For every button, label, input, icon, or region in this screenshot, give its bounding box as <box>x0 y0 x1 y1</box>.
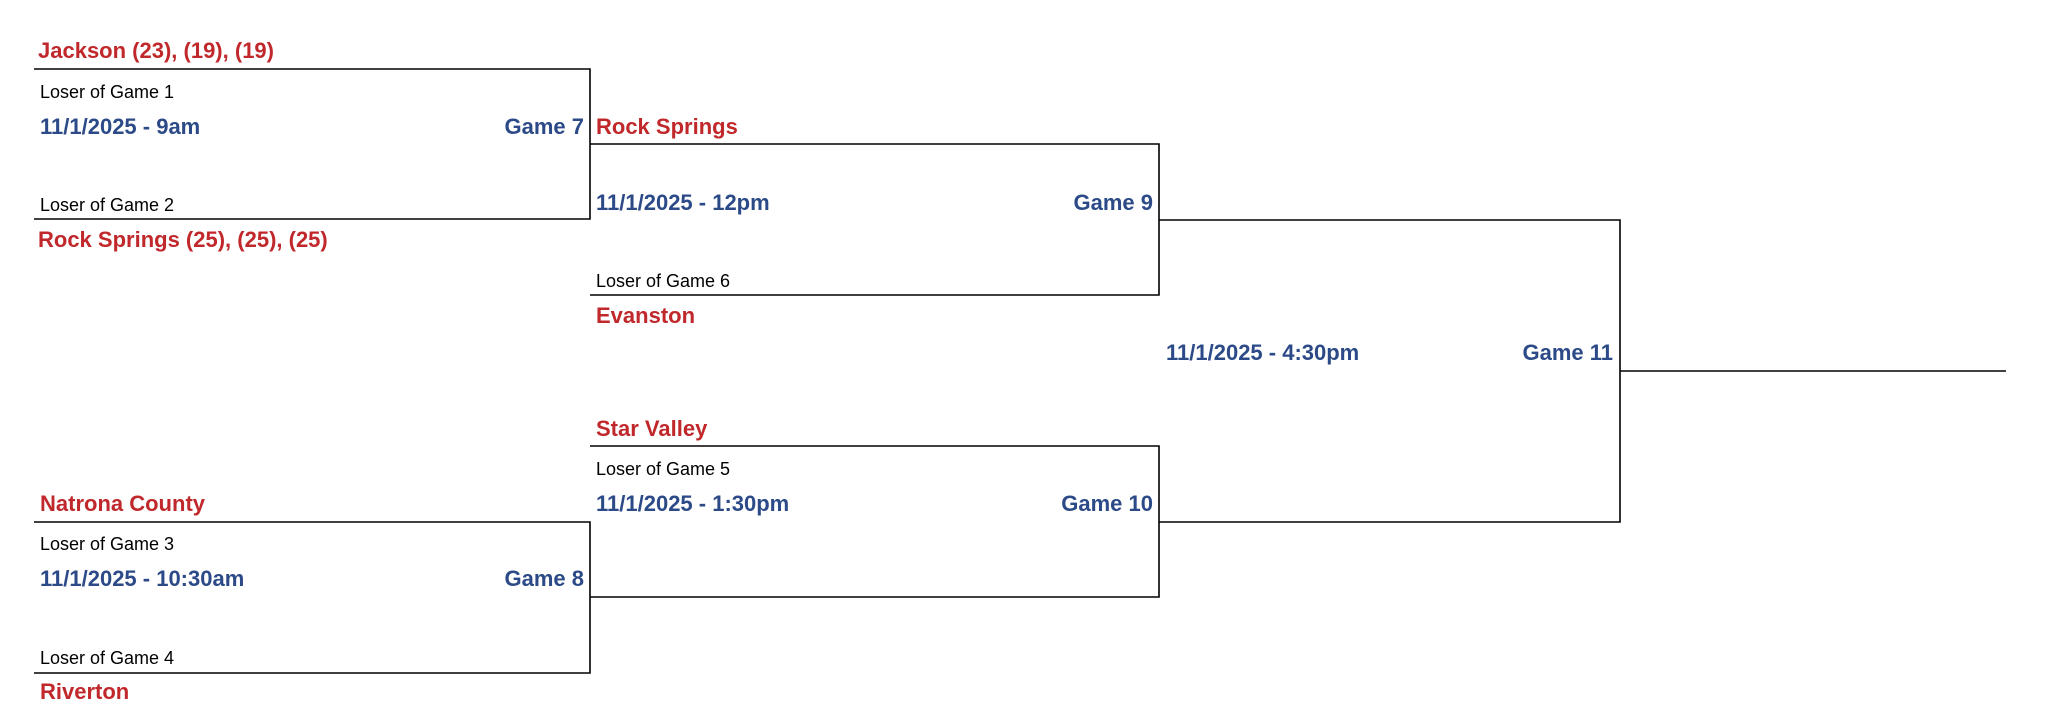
game10-loser-top: Loser of Game 5 <box>596 459 731 479</box>
game9-loser-bottom: Loser of Game 6 <box>596 271 731 291</box>
game7-loser-bottom: Loser of Game 2 <box>40 195 175 215</box>
game10-label: Game 10 <box>1061 491 1153 516</box>
game10-datetime: 11/1/2025 - 1:30pm <box>596 491 790 516</box>
game9-label: Game 9 <box>1073 190 1154 215</box>
game8-label: Game 8 <box>504 566 585 591</box>
game10-team-top: Star Valley <box>596 416 708 441</box>
game9-team-bottom: Evanston <box>596 303 696 328</box>
game9-datetime: 11/1/2025 - 12pm <box>596 190 770 215</box>
game11-bracket <box>1159 219 1621 523</box>
game8-datetime: 11/1/2025 - 10:30am <box>40 566 245 591</box>
game11-label: Game 11 <box>1522 340 1613 365</box>
game7-label: Game 7 <box>504 114 585 139</box>
game8-team-bottom: Riverton <box>40 679 130 704</box>
game9-team-top: Rock Springs <box>596 114 738 139</box>
game8-loser-top: Loser of Game 3 <box>40 534 175 554</box>
game7-datetime: 11/1/2025 - 9am <box>40 114 201 139</box>
game11-datetime: 11/1/2025 - 4:30pm <box>1166 340 1360 365</box>
game7-loser-top: Loser of Game 1 <box>40 82 175 102</box>
game7-team-top: Jackson (23), (19), (19) <box>38 38 274 63</box>
game8-team-top: Natrona County <box>40 491 205 516</box>
game7-team-bottom: Rock Springs (25), (25), (25) <box>38 227 328 252</box>
game8-loser-bottom: Loser of Game 4 <box>40 648 175 668</box>
